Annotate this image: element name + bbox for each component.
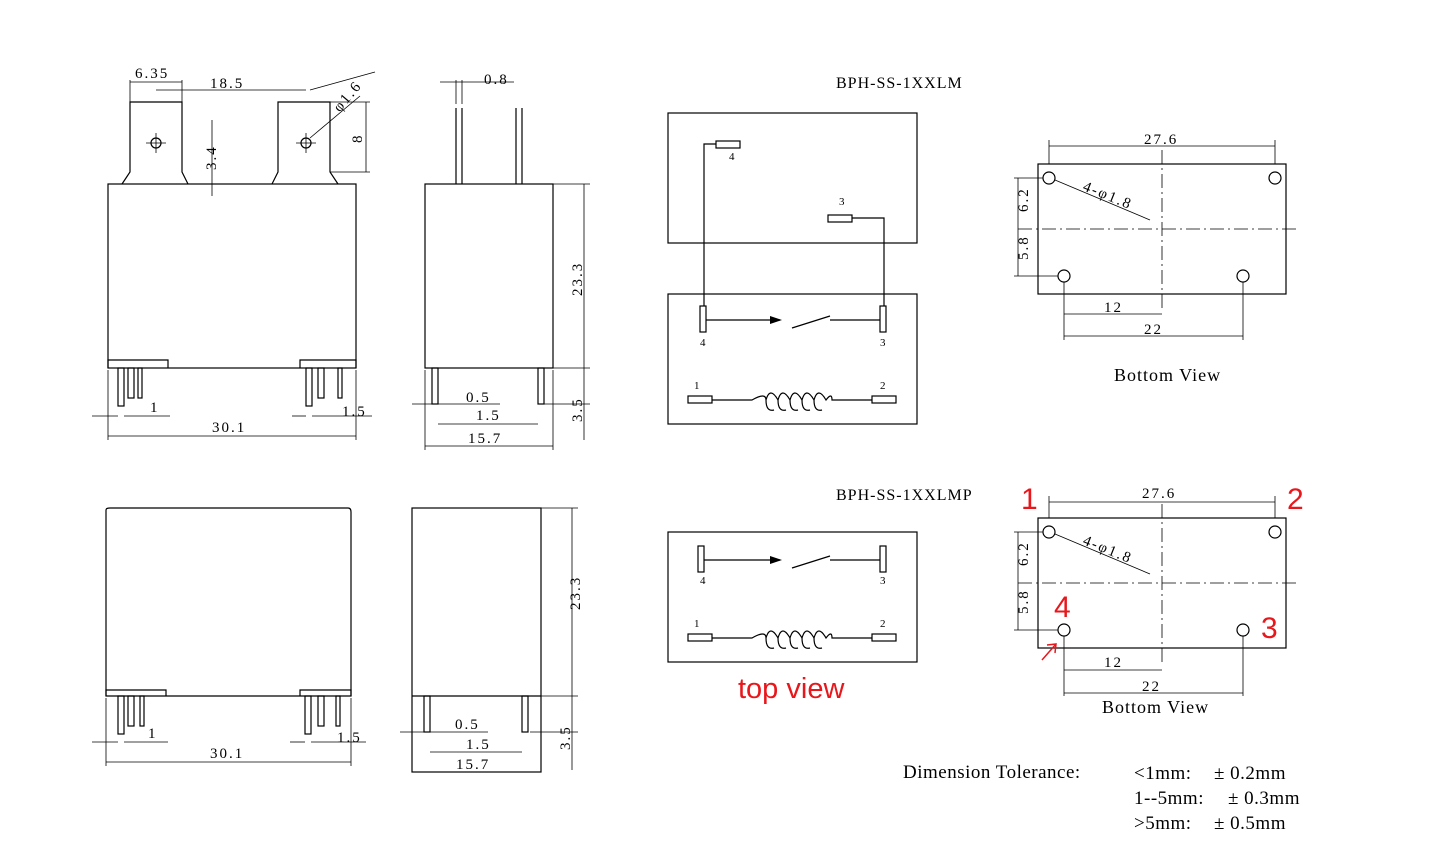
model-title-lm: BPH-SS-1XXLM (836, 75, 963, 92)
pin-callout-3: 3 (1261, 612, 1278, 645)
pin-label-3-lmp: 3 (880, 575, 886, 587)
dim-height-lmp: 23.3 (568, 576, 584, 610)
pin-label-3-top: 3 (839, 196, 845, 208)
dim-tab-width: 6.35 (135, 66, 169, 82)
dim-bv-lower-lmp: 5.8 (1016, 589, 1032, 614)
dim-bv-holes: 4-φ1.8 (1081, 179, 1135, 213)
dim-bv-length-lmp: 27.6 (1142, 486, 1176, 502)
pin-callout-4: 4 (1054, 591, 1071, 624)
pin-label-4: 4 (700, 337, 706, 349)
dim-bv-center: 12 (1104, 300, 1123, 316)
dim-pin-gap-lmp: 1 (148, 726, 158, 742)
pin-label-2: 2 (880, 380, 886, 392)
model-title-lmp: BPH-SS-1XXLMP (836, 487, 973, 504)
dim-depth-lmp: 15.7 (456, 757, 490, 773)
pin-label-3: 3 (880, 337, 886, 349)
dim-bv-lower: 5.8 (1016, 235, 1032, 260)
pin-4-arrow (1041, 643, 1057, 661)
dim-bv-span-lmp: 22 (1142, 679, 1161, 695)
top-view-annotation: top view (738, 673, 845, 705)
tolerance-value-3: ± 0.5mm (1214, 813, 1286, 834)
tolerance-value-2: ± 0.3mm (1228, 788, 1300, 809)
dim-tab-height: 8 (350, 134, 366, 144)
pin-label-4-lmp: 4 (700, 575, 706, 587)
front-view-lmp: 1 1.5 30.1 (92, 507, 366, 766)
dim-pin-offset-lmp: 1.5 (466, 737, 491, 753)
side-view-lm: 0.8 23.3 0.5 1.5 3.5 15.7 (412, 72, 590, 450)
dim-bv-upper-lmp: 6.2 (1016, 541, 1032, 566)
schematic-lmp: BPH-SS-1XXLMP 4 3 1 2 top view (667, 487, 973, 705)
tolerance-range-2: 1--5mm: (1134, 788, 1204, 809)
dim-height: 23.3 (570, 262, 586, 296)
dim-bv-upper: 6.2 (1016, 187, 1032, 212)
front-view-lm: 6.35 18.5 φ1.6 8 3.4 1 1.5 30.1 (92, 66, 376, 440)
pin-callout-1: 1 (1021, 483, 1038, 516)
dim-pin-thick: 0.5 (466, 390, 491, 406)
bottom-view-label-lmp: Bottom View (1102, 697, 1209, 717)
dim-tab-pitch: 18.5 (210, 76, 244, 92)
pin-label-4-top: 4 (729, 151, 735, 163)
tolerance-note: Dimension Tolerance: <1mm: ± 0.2mm 1--5m… (903, 762, 1300, 834)
bottom-view-lmp: 27.6 4-φ1.8 6.2 5.8 12 22 Bottom View 1 … (1014, 483, 1304, 717)
bottom-view-label-lm: Bottom View (1114, 365, 1221, 385)
dim-pin-length-lmp: 3.5 (558, 725, 574, 750)
dim-pin-width-lmp: 1.5 (337, 730, 362, 746)
dim-tab-offset: 3.4 (204, 145, 220, 170)
pin-callout-2: 2 (1287, 483, 1304, 516)
dim-bv-length: 27.6 (1144, 132, 1178, 148)
tolerance-range-3: >5mm: (1134, 813, 1192, 834)
dim-pin-length: 3.5 (570, 397, 586, 422)
bottom-view-lm: 27.6 4-φ1.8 6.2 5.8 12 22 Bottom View (1014, 132, 1300, 385)
tolerance-value-1: ± 0.2mm (1214, 763, 1286, 784)
dim-tab-thickness: 0.8 (484, 72, 509, 88)
dim-bv-span: 22 (1144, 322, 1163, 338)
dim-pin-width: 1.5 (342, 404, 367, 420)
dim-pin-thick-lmp: 0.5 (455, 717, 480, 733)
side-view-lmp: 23.3 0.5 1.5 3.5 15.7 (400, 507, 584, 773)
tolerance-range-1: <1mm: (1134, 763, 1192, 784)
pin-label-1: 1 (694, 380, 700, 392)
dim-hole-dia: φ1.6 (331, 78, 366, 115)
schematic-lm: BPH-SS-1XXLM 4 3 4 3 1 2 (667, 75, 963, 425)
dim-bv-center-lmp: 12 (1104, 655, 1123, 671)
tolerance-title: Dimension Tolerance: (903, 762, 1081, 783)
dim-width: 30.1 (212, 420, 246, 436)
dim-pin-gap: 1 (150, 400, 160, 416)
pin-label-2-lmp: 2 (880, 618, 886, 630)
dim-width-lmp: 30.1 (210, 746, 244, 762)
pin-label-1-lmp: 1 (694, 618, 700, 630)
dim-bv-holes-lmp: 4-φ1.8 (1081, 533, 1135, 567)
dim-pin-offset: 1.5 (476, 408, 501, 424)
dim-depth: 15.7 (468, 431, 502, 447)
